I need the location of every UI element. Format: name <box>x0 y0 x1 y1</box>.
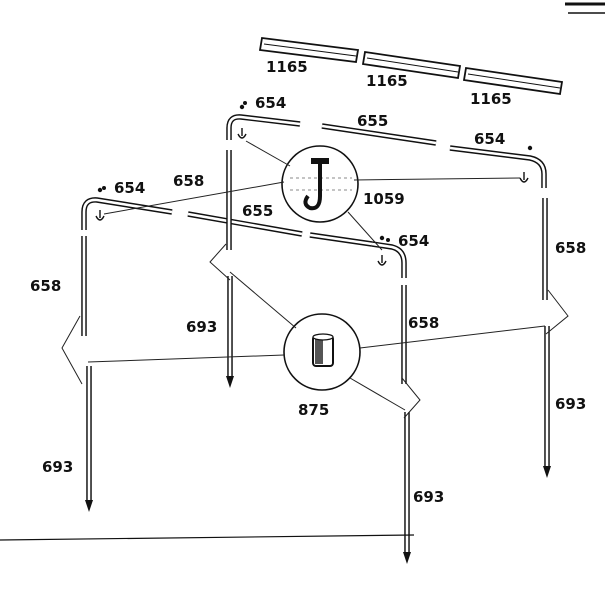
rail-1165-a <box>258 36 360 64</box>
leg-693-front-right <box>403 412 411 564</box>
corner-bow-front-right <box>371 235 407 278</box>
label-ridge-655-front: 655 <box>242 202 273 220</box>
label-upright-658-front-right: 658 <box>408 314 439 332</box>
label-ridge-655-back: 655 <box>357 112 388 130</box>
label-upright-658-back-right: 658 <box>555 239 586 257</box>
label-bullets <box>102 101 390 242</box>
rail-1165-c <box>462 66 564 96</box>
label-rail-1165-b: 1165 <box>366 72 408 90</box>
label-leg-693-back-right: 693 <box>555 395 586 413</box>
label-rail-1165-a: 1165 <box>266 58 308 76</box>
label-corner-654-front-right: 654 <box>398 232 429 250</box>
label-leg-693-front-left: 693 <box>42 458 73 476</box>
page-corner-mark <box>565 2 605 14</box>
corner-bow-front-left <box>81 187 173 230</box>
leg-693-front-left <box>85 366 93 512</box>
label-upright-658-back-left: 658 <box>173 172 204 190</box>
label-corner-654-front-left: 654 <box>114 179 145 197</box>
label-upright-658-front-left: 658 <box>30 277 61 295</box>
label-leg-693-back-left: 693 <box>186 318 217 336</box>
ridge-back-655 <box>321 123 437 146</box>
rail-1165-b <box>361 50 462 80</box>
label-connector-875: 875 <box>298 401 329 419</box>
label-leg-693-front-right: 693 <box>413 488 444 506</box>
corner-bow-back-right <box>449 145 547 188</box>
label-hook-1059: 1059 <box>363 190 405 208</box>
label-rail-1165-c: 1165 <box>470 90 512 108</box>
leader-lines <box>0 140 569 541</box>
label-corner-654-back-right: 654 <box>474 130 505 148</box>
leg-693-back-right <box>543 326 551 478</box>
corner-bow-back-left <box>226 104 301 140</box>
connector-detail-875 <box>283 313 361 391</box>
ridge-front-655 <box>187 211 373 247</box>
hook-detail-1059 <box>281 145 359 223</box>
leg-693-back-left <box>226 276 234 388</box>
label-corner-654-back-left: 654 <box>255 94 286 112</box>
